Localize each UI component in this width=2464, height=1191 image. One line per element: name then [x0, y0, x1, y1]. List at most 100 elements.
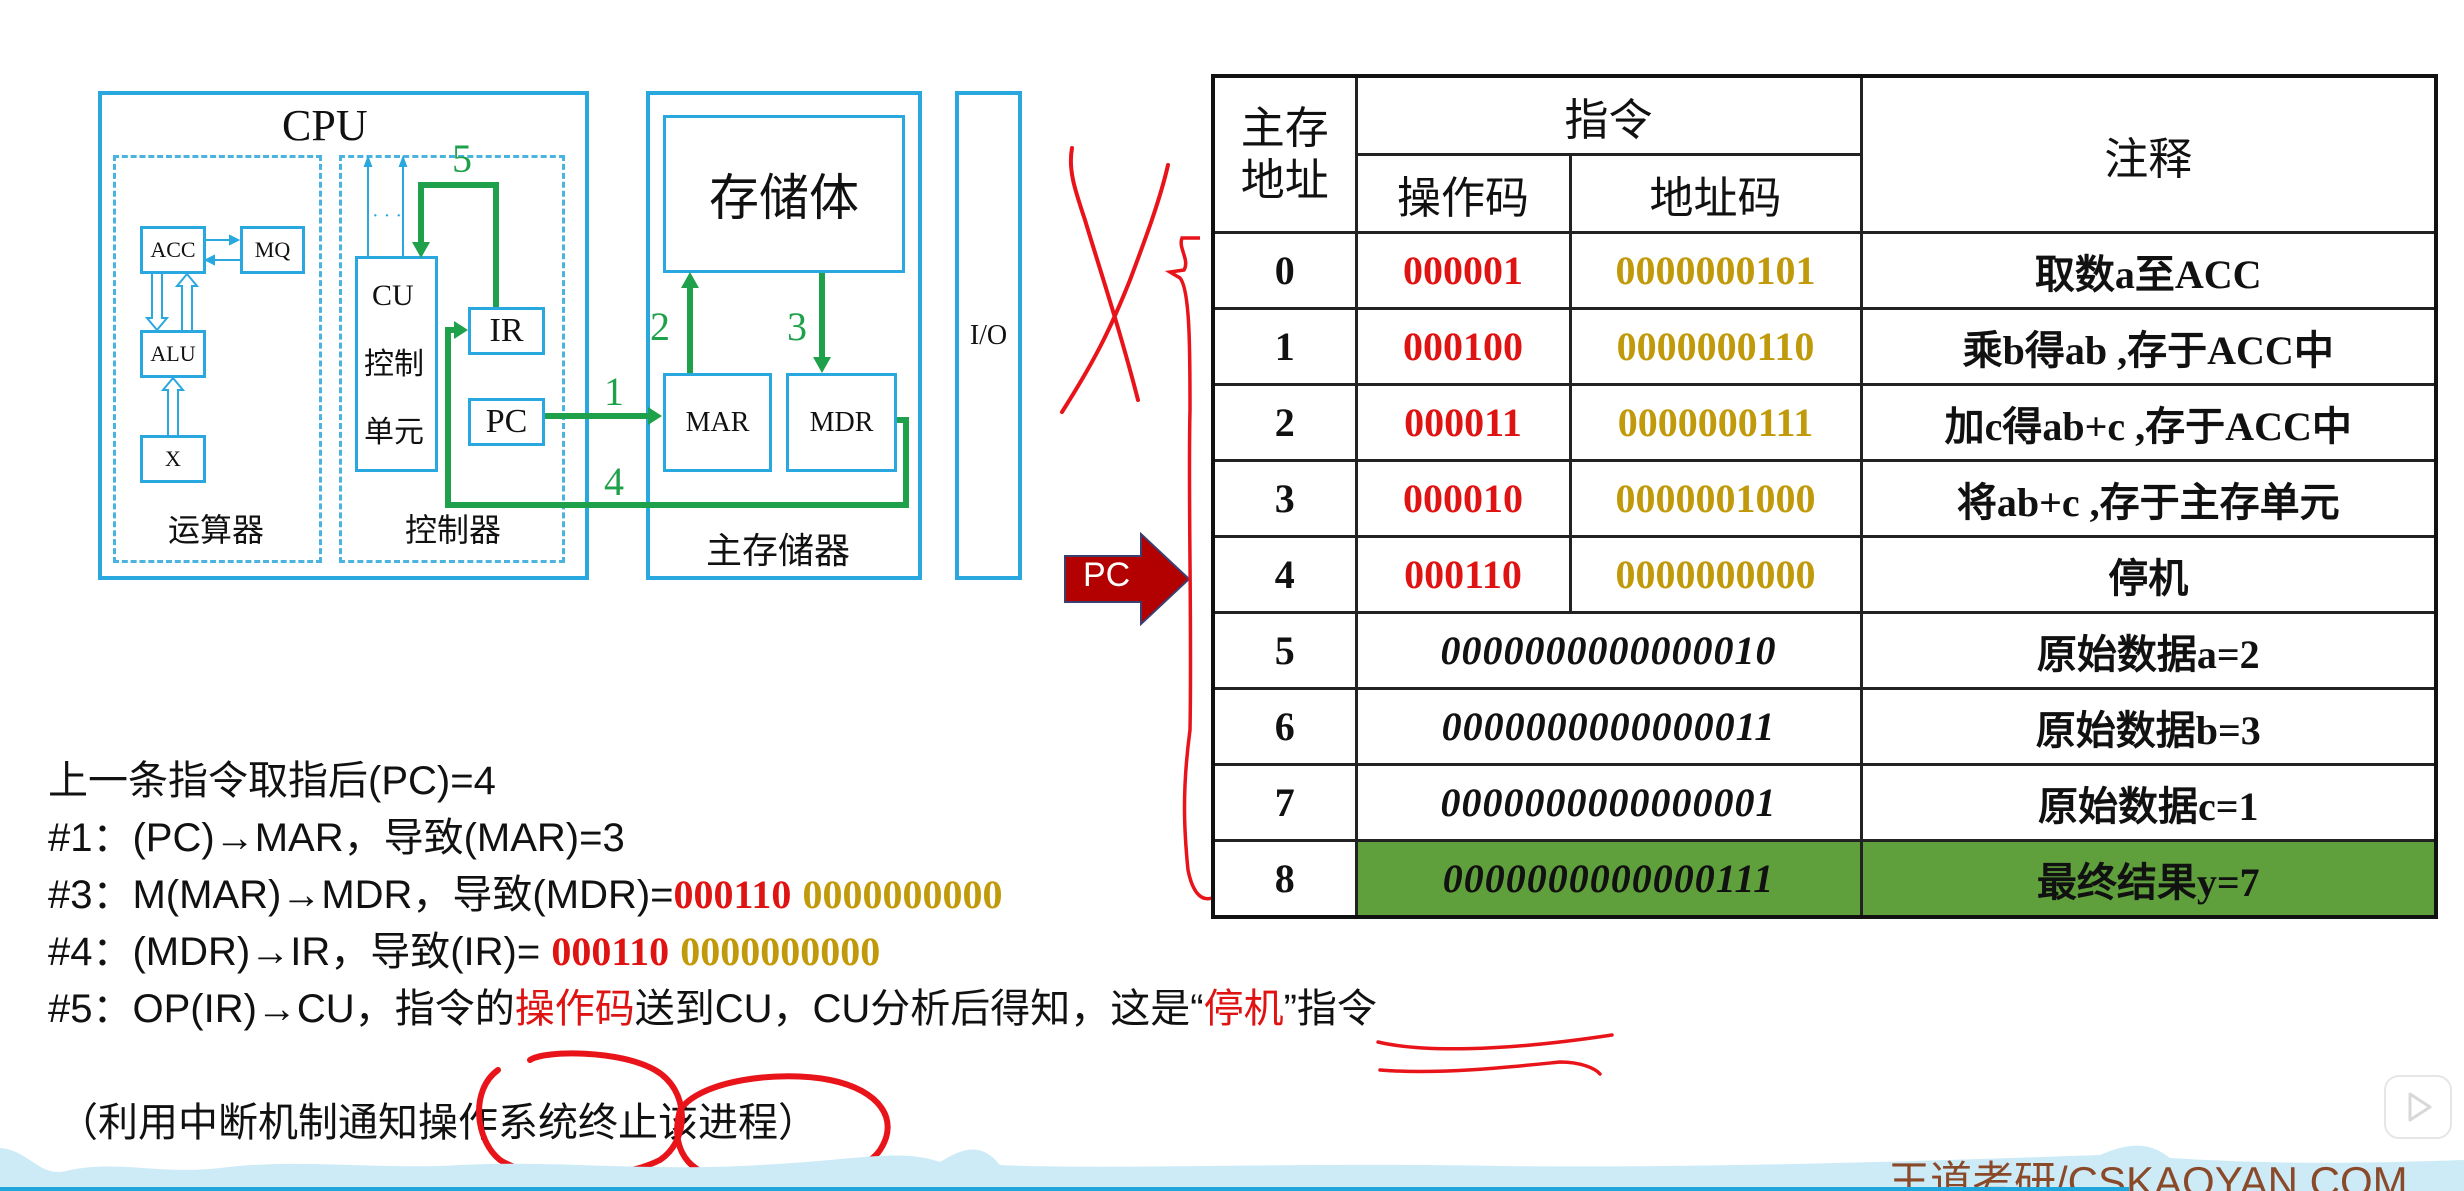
- storage-body-box: 存储体: [663, 115, 905, 273]
- cell-data: 0000000000000111: [1354, 839, 1863, 919]
- data-path-arrows: [412, 182, 909, 508]
- step-5-text-a: #5：OP(IR)→CU，指令的: [48, 987, 515, 1031]
- step-4-label: 4: [604, 459, 624, 504]
- mq-register: MQ: [240, 226, 305, 274]
- cell-data: 0000000000000001: [1354, 763, 1863, 842]
- cell-address-code: 0000000000: [1568, 535, 1863, 614]
- controller-label: 控制器: [405, 512, 502, 548]
- pc-pointer-arrow: PC: [1063, 532, 1191, 626]
- explanation-note: （利用中断机制通知操作系统终止该进程）: [58, 1101, 818, 1145]
- header-address: 主存 地址: [1211, 74, 1358, 234]
- table-row: 1 000100 0000000110 乘b得ab ,存于ACC中: [1211, 307, 2438, 386]
- main-memory-table: 主存 地址 指令 注释 操作码 地址码 0 000001 0000000101 …: [1211, 74, 2438, 919]
- header-address-line1: 主存: [1240, 103, 1329, 153]
- cu-control-unit: CU 控制 单元: [355, 256, 438, 472]
- controller-box: [339, 155, 565, 563]
- x-register: X: [140, 435, 206, 483]
- explanation-step-4: #4：(MDR)→IR，导致(IR)= 000110 0000000000: [48, 919, 880, 977]
- explanation-step-3: #3：M(MAR)→MDR，导致(MDR)=000110 0000000000: [48, 862, 1002, 920]
- cell-address: 2: [1211, 383, 1358, 462]
- cell-address-code: 0000000101: [1568, 231, 1863, 310]
- main-memory-box: [646, 91, 922, 580]
- mdr-register: MDR: [786, 373, 897, 472]
- step-3-text: #3：M(MAR)→MDR，导致(MDR)=: [48, 873, 674, 917]
- table-row: 7 0000000000000001 原始数据c=1: [1211, 763, 2438, 842]
- cell-address: 3: [1211, 459, 1358, 538]
- cell-address: 4: [1211, 535, 1358, 614]
- cell-address-code: 0000001000: [1568, 459, 1863, 538]
- table-row: 3 000010 0000001000 将ab+c ,存于主存单元: [1211, 459, 2438, 538]
- arithmetic-unit-label: 运算器: [168, 512, 265, 548]
- table-row: 4 000110 0000000000 停机: [1211, 535, 2438, 614]
- header-comment: 注释: [1859, 74, 2438, 234]
- cell-data: 0000000000000011: [1354, 687, 1863, 766]
- explanation-step-5: #5：OP(IR)→CU，指令的操作码送到CU，CU分析后得知，这是“停机”指令: [48, 976, 1377, 1034]
- cell-address: 1: [1211, 307, 1358, 386]
- cell-comment: 停机: [1859, 535, 2438, 614]
- cell-address: 6: [1211, 687, 1358, 766]
- arithmetic-unit-box: [113, 155, 322, 563]
- cu-label-unit: 单元: [364, 416, 424, 449]
- bilibili-tv-icon[interactable]: [2382, 1062, 2454, 1142]
- cell-comment: 最终结果y=7: [1859, 839, 2438, 919]
- cu-label: CU: [372, 279, 414, 312]
- cell-comment: 将ab+c ,存于主存单元: [1859, 459, 2438, 538]
- table-row-highlighted: 8 0000000000000111 最终结果y=7: [1211, 839, 2438, 919]
- cell-comment: 取数a至ACC: [1859, 231, 2438, 310]
- handwritten-x-annotation: [1060, 146, 1170, 414]
- alu-unit: ALU: [140, 330, 206, 378]
- io-box: I/O: [955, 91, 1022, 580]
- step-4-address-code: 0000000000: [680, 929, 881, 974]
- cell-comment: 原始数据a=2: [1859, 611, 2438, 690]
- acc-register: ACC: [140, 226, 206, 274]
- step-3-address-code: 0000000000: [802, 872, 1003, 917]
- header-opcode: 操作码: [1354, 153, 1572, 234]
- cu-label-control: 控制: [364, 348, 424, 381]
- cell-comment: 原始数据b=3: [1859, 687, 2438, 766]
- cell-address: 5: [1211, 611, 1358, 690]
- table-row: 0 000001 0000000101 取数a至ACC: [1211, 231, 2438, 310]
- header-instruction: 指令: [1354, 74, 1863, 156]
- cell-opcode: 000100: [1354, 307, 1572, 386]
- main-memory-label: 主存储器: [706, 531, 851, 571]
- table-row: 2 000011 0000000111 加c得ab+c ,存于ACC中: [1211, 383, 2438, 462]
- alu-connectors: · · ·: [144, 155, 408, 435]
- svg-text:· · ·: · · ·: [372, 205, 402, 227]
- cell-opcode: 000110: [1354, 535, 1572, 614]
- cell-address-code: 0000000111: [1568, 383, 1863, 462]
- step-4-opcode: 000110: [551, 929, 670, 974]
- handwritten-brace-annotation: [1164, 236, 1213, 901]
- step-3-opcode: 000110: [673, 872, 792, 917]
- pc-pointer-label: PC: [1083, 556, 1131, 594]
- cell-opcode: 000001: [1354, 231, 1572, 310]
- cell-comment: 原始数据c=1: [1859, 763, 2438, 842]
- explanation-step-1: #1：(PC)→MAR，导致(MAR)=3: [48, 816, 625, 860]
- cell-opcode: 000011: [1354, 383, 1572, 462]
- step-5-halt-highlight: 停机: [1203, 987, 1284, 1031]
- cell-opcode: 000010: [1354, 459, 1572, 538]
- step-4-text: #4：(MDR)→IR，导致(IR)=: [48, 930, 552, 974]
- header-address-code: 地址码: [1568, 153, 1863, 234]
- ir-register: IR: [468, 307, 545, 355]
- step-5-text-c: ”指令: [1283, 987, 1377, 1031]
- explanation-line-pc: 上一条指令取指后(PC)=4: [48, 759, 496, 803]
- step-3-label: 3: [787, 304, 807, 349]
- cell-address: 0: [1211, 231, 1358, 310]
- cell-address: 7: [1211, 763, 1358, 842]
- mar-register: MAR: [663, 373, 772, 472]
- cell-data: 0000000000000010: [1354, 611, 1863, 690]
- step-5-label: 5: [452, 136, 472, 181]
- pc-register: PC: [468, 398, 545, 446]
- step-5-opcode-highlight: 操作码: [514, 987, 635, 1031]
- step-1-label: 1: [604, 369, 624, 414]
- header-address-line2: 地址: [1240, 155, 1329, 205]
- cpu-box: [98, 91, 589, 580]
- table-row: 6 0000000000000011 原始数据b=3: [1211, 687, 2438, 766]
- watermark: 王道考研/CSKAOYAN.COM: [1888, 1158, 2408, 1191]
- cell-address: 8: [1211, 839, 1358, 919]
- cpu-label: CPU: [282, 101, 368, 150]
- cell-comment: 乘b得ab ,存于ACC中: [1859, 307, 2438, 386]
- video-progress-bar[interactable]: [0, 1187, 2129, 1191]
- cell-address-code: 0000000110: [1568, 307, 1863, 386]
- computer-architecture-diagram: CPU 运算器 控制器 ACC MQ ALU X · · ·: [0, 0, 1060, 600]
